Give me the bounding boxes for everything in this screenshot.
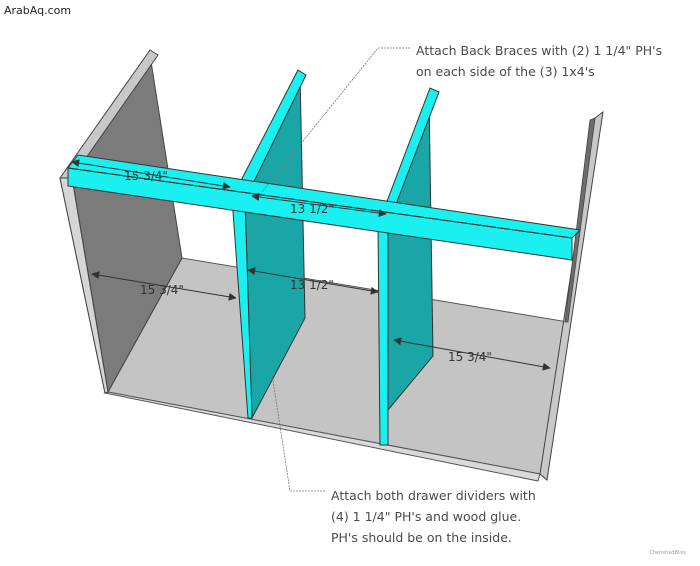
callout-back-braces-line-1: Attach Back Braces with (2) 1 1/4" PH's [416,43,663,58]
dim-line-brace-middle [251,192,387,218]
dim-label-floor-left: 15 3/4" [140,283,184,297]
callout-back-braces-line-2: on each side of the (3) 1x4's [416,64,595,79]
dim-label-floor-right: 15 3/4" [448,350,492,364]
callout-drawer-dividers: Attach both drawer dividers with (4) 1 1… [331,485,536,548]
dim-label-floor-middle: 13 1/2" [290,278,334,292]
leader-line-bottom [271,373,325,492]
dim-line-floor-left [91,271,237,301]
leader-line-top [261,47,410,193]
credit-mark: CherishedBliss [649,550,686,556]
watermark: ArabAq.com [4,4,72,17]
divider-right-edge [377,224,389,446]
dim-label-brace-left: 15 3/4" [124,169,168,183]
callout-drawer-dividers-line-1: Attach both drawer dividers with [331,488,536,503]
dim-label-brace-middle: 13 1/2" [290,202,334,216]
callout-back-braces: Attach Back Braces with (2) 1 1/4" PH's … [416,40,662,82]
dim-line-brace-left [71,159,231,190]
dim-line-floor-right [393,337,551,371]
dim-line-floor-middle [247,267,379,295]
callout-drawer-dividers-line-3: PH's should be on the inside. [331,530,512,545]
right-side-panel-inner [564,117,596,323]
callout-drawer-dividers-line-2: (4) 1 1/4" PH's and wood glue. [331,509,522,524]
